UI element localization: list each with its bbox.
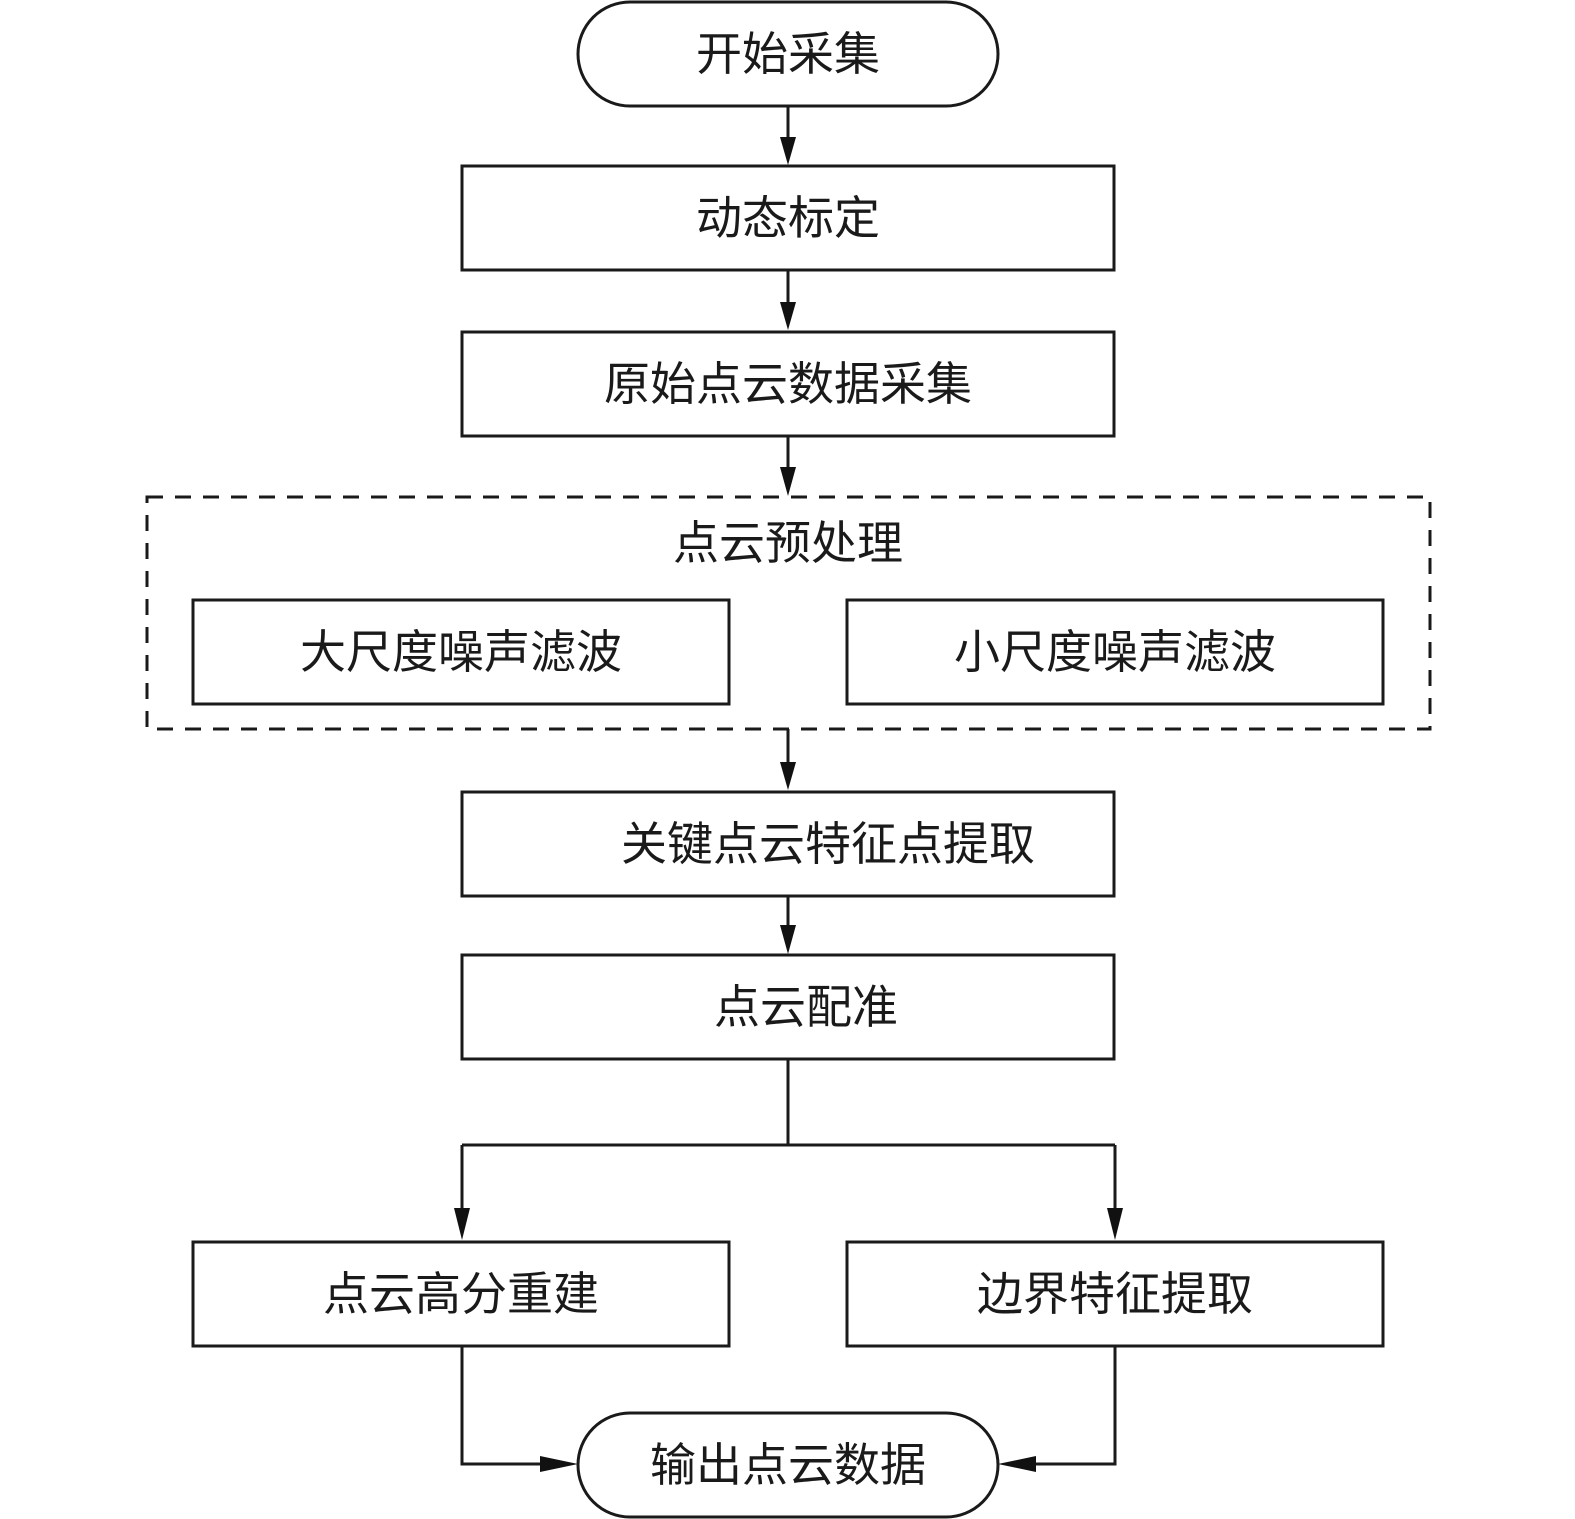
node-keypoint-extraction: 关键点云特征点提取 [460,790,1116,898]
arrowhead-down-icon [780,467,796,496]
edge-raw-to-preprocessing [780,436,796,496]
arrowhead-down-icon [780,762,796,790]
group-preprocessing: 点云预处理 大尺度噪声滤波 小尺度噪声滤波 [145,495,1432,731]
boundary-extraction-box [845,1240,1385,1348]
arrowhead-down-icon [780,302,796,330]
edge-preprocessing-to-keypoint [780,729,796,790]
arrowhead-down-icon [454,1208,470,1240]
arrowhead-right-icon [540,1456,578,1472]
node-raw-acquisition: 原始点云数据采集 [460,330,1116,438]
connector-line-left [460,1346,545,1466]
connector-line-right [1032,1346,1117,1466]
output-terminal-shape [576,1411,1000,1519]
edge-keypoint-to-registration [780,896,796,954]
node-hd-reconstruction: 点云高分重建 [191,1240,731,1348]
preprocessing-label: 点云预处理 [673,516,903,570]
hd-reconstruction-box [191,1240,731,1348]
node-start: 开始采集 [576,0,1000,108]
edge-start-to-calibration [780,106,796,165]
registration-label: 点云配准 [714,980,898,1034]
edge-registration-split [454,1059,1123,1240]
node-small-scale-filter: 小尺度噪声滤波 [845,598,1385,706]
node-dynamic-calibration: 动态标定 [460,164,1116,272]
keypoint-extraction-label: 关键点云特征点提取 [621,817,1035,871]
registration-box [460,953,1116,1061]
edge-calibration-to-raw [780,270,796,330]
large-scale-filter-label: 大尺度噪声滤波 [300,625,622,679]
node-boundary-extraction: 边界特征提取 [845,1240,1385,1348]
edge-merge-to-output [460,1346,1117,1472]
arrowhead-down-icon [1107,1208,1123,1240]
keypoint-extraction-box [460,790,1116,898]
large-scale-filter-box [191,598,731,706]
dynamic-calibration-label: 动态标定 [696,191,880,245]
small-scale-filter-label: 小尺度噪声滤波 [954,625,1276,679]
arrowhead-down-icon [780,137,796,165]
node-registration: 点云配准 [460,953,1116,1061]
arrowhead-left-icon [998,1456,1036,1472]
output-label: 输出点云数据 [650,1438,926,1492]
boundary-extraction-label: 边界特征提取 [977,1267,1253,1321]
node-large-scale-filter: 大尺度噪声滤波 [191,598,731,706]
hd-reconstruction-label: 点云高分重建 [323,1267,599,1321]
dynamic-calibration-box [460,164,1116,272]
small-scale-filter-box [845,598,1385,706]
node-output: 输出点云数据 [576,1411,1000,1519]
arrowhead-down-icon [780,925,796,954]
raw-acquisition-label: 原始点云数据采集 [604,357,972,411]
start-label: 开始采集 [696,27,880,81]
